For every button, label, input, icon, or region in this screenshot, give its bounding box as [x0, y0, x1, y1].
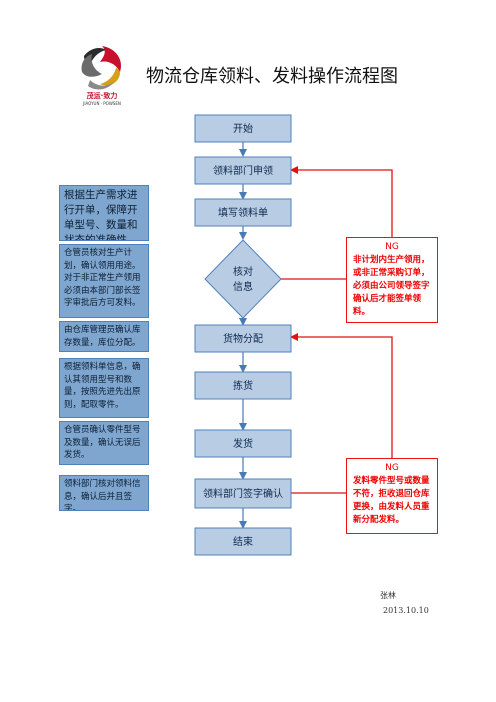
node-confirm	[194, 478, 292, 509]
node-pick	[194, 371, 292, 400]
note-fill-form: 根据生产需求进行开单，保障开单型号、数量和状态的准确性。	[59, 185, 149, 241]
ng-box-confirm: NG 发料零件型号或数量不符，拒收退回仓库更换，由发料人员重新分配发料。	[346, 458, 438, 534]
node-pick-label: 拣货	[233, 379, 253, 392]
node-end	[194, 527, 292, 556]
node-ship	[194, 429, 292, 458]
logo-subtext: JIAOYUN · POWSEN	[82, 101, 121, 106]
logo-text: 茂运·致力	[87, 91, 118, 100]
ng-loop-confirm-to-allocate	[290, 333, 393, 494]
node-fill-form	[194, 198, 292, 227]
note-confirm: 领料部门核对领料信息，确认后并且签字。	[59, 475, 149, 511]
flow-nodes: 开始 领料部门申领 填写领料单 核对 信息 货物分配 拣货 发货 领料部门签字确…	[194, 114, 292, 556]
page-title: 物流仓库领料、发料操作流程图	[146, 66, 398, 87]
logo-swirl-icon	[81, 46, 122, 90]
node-verify-label-line2: 信息	[233, 280, 253, 293]
note-verify: 仓管员核对生产计划，确认领用用途。对于非正常生产领用必须由本部门部长签字审批后方…	[59, 244, 149, 318]
node-allocate	[194, 324, 292, 353]
node-verify-diamond	[204, 239, 282, 319]
author-name: 张林	[380, 591, 396, 600]
document-date: 2013.10.10	[383, 606, 429, 615]
note-pick: 根据领料单信息，确认其领用型号和数量，按照先进先出原则，配取零件。	[59, 358, 149, 418]
ng-connectors	[281, 166, 393, 494]
node-start-label: 开始	[233, 122, 253, 135]
node-confirm-label: 领料部门签字确认	[203, 487, 283, 500]
node-end-label: 结束	[233, 535, 253, 548]
node-verify-label-line1: 核对	[233, 265, 253, 278]
node-apply	[194, 156, 292, 185]
note-ship: 仓管员确认零件型号及数量，确认无误后发货。	[59, 421, 149, 465]
company-logo: 茂运·致力 JIAOYUN · POWSEN	[81, 46, 122, 106]
ng-box-verify-title: NG	[385, 242, 399, 252]
ng-box-confirm-title: NG	[385, 463, 399, 473]
ng-box-confirm-text: 发料零件型号或数量不符，拒收退回仓库更换，由发料人员重新分配发料。	[353, 476, 430, 525]
note-allocate: 由仓库管理员确认库存数量，库位分配。	[59, 321, 149, 352]
ng-loop-verify-to-apply	[281, 166, 393, 280]
ng-box-verify-text: 非计划内生产领用，或非正常采购订单，必须由公司领导签字确认后才能签单领料。	[353, 255, 430, 317]
node-fill-form-label: 填写领料单	[218, 206, 268, 219]
node-allocate-label: 货物分配	[223, 332, 263, 345]
node-apply-label: 领料部门申领	[213, 164, 273, 177]
node-ship-label: 发货	[233, 437, 253, 450]
ng-box-verify: NG 非计划内生产领用，或非正常采购订单，必须由公司领导签字确认后才能签单领料。	[346, 237, 438, 323]
node-start	[194, 114, 292, 143]
